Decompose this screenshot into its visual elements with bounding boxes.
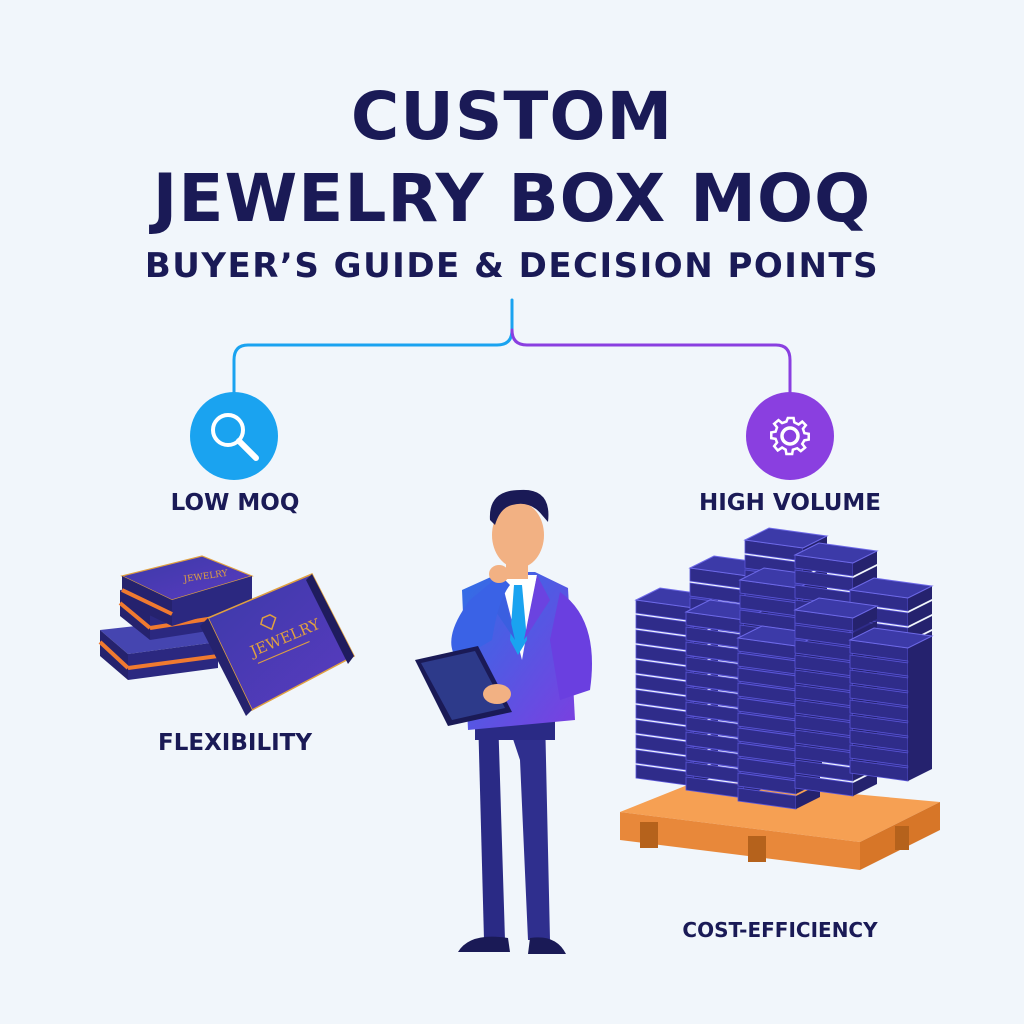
title-line-1: CUSTOM <box>350 78 674 155</box>
stacked-box-side <box>908 696 932 721</box>
stacked-box-side <box>908 711 932 736</box>
cost-efficiency-label: COST-EFFICIENCY <box>682 918 878 942</box>
businessman-figure <box>415 489 592 954</box>
stacked-box-side <box>908 741 932 766</box>
small-box-stack: JEWELRY JEWELRY <box>98 555 356 716</box>
high-volume-label: HIGH VOLUME <box>698 490 881 516</box>
low-moq-label: LOW MOQ <box>170 490 300 516</box>
stacked-box-side <box>908 726 932 751</box>
stacked-box-side <box>908 586 932 611</box>
stack-top-box <box>848 627 934 649</box>
stack-top-box <box>848 577 934 599</box>
stacked-box-side <box>853 771 877 796</box>
stacked-box-side <box>908 756 932 781</box>
stack-top-box <box>793 597 879 619</box>
gear-icon <box>746 392 834 480</box>
magnifier-icon <box>190 392 278 480</box>
stacked-box-side <box>908 651 932 676</box>
stacked-box-side <box>908 681 932 706</box>
box-column <box>848 627 934 782</box>
branch-connector <box>232 298 792 397</box>
stacked-box-side <box>853 566 877 591</box>
flexibility-label: FLEXIBILITY <box>157 730 312 756</box>
subtitle: BUYER’S GUIDE & DECISION POINTS <box>144 246 880 286</box>
stacked-box-side <box>908 666 932 691</box>
stack-top-box <box>743 527 829 549</box>
tablet-device <box>415 646 512 726</box>
title-line-2: JEWELRY BOX MOQ <box>152 160 872 237</box>
stacked-box-side <box>853 606 877 631</box>
stacked-box-side <box>853 551 877 576</box>
stacked-box-side <box>908 601 932 626</box>
stacked-box-side <box>908 636 932 661</box>
pallet-box-stack <box>620 527 940 870</box>
stack-top-box <box>793 542 879 564</box>
